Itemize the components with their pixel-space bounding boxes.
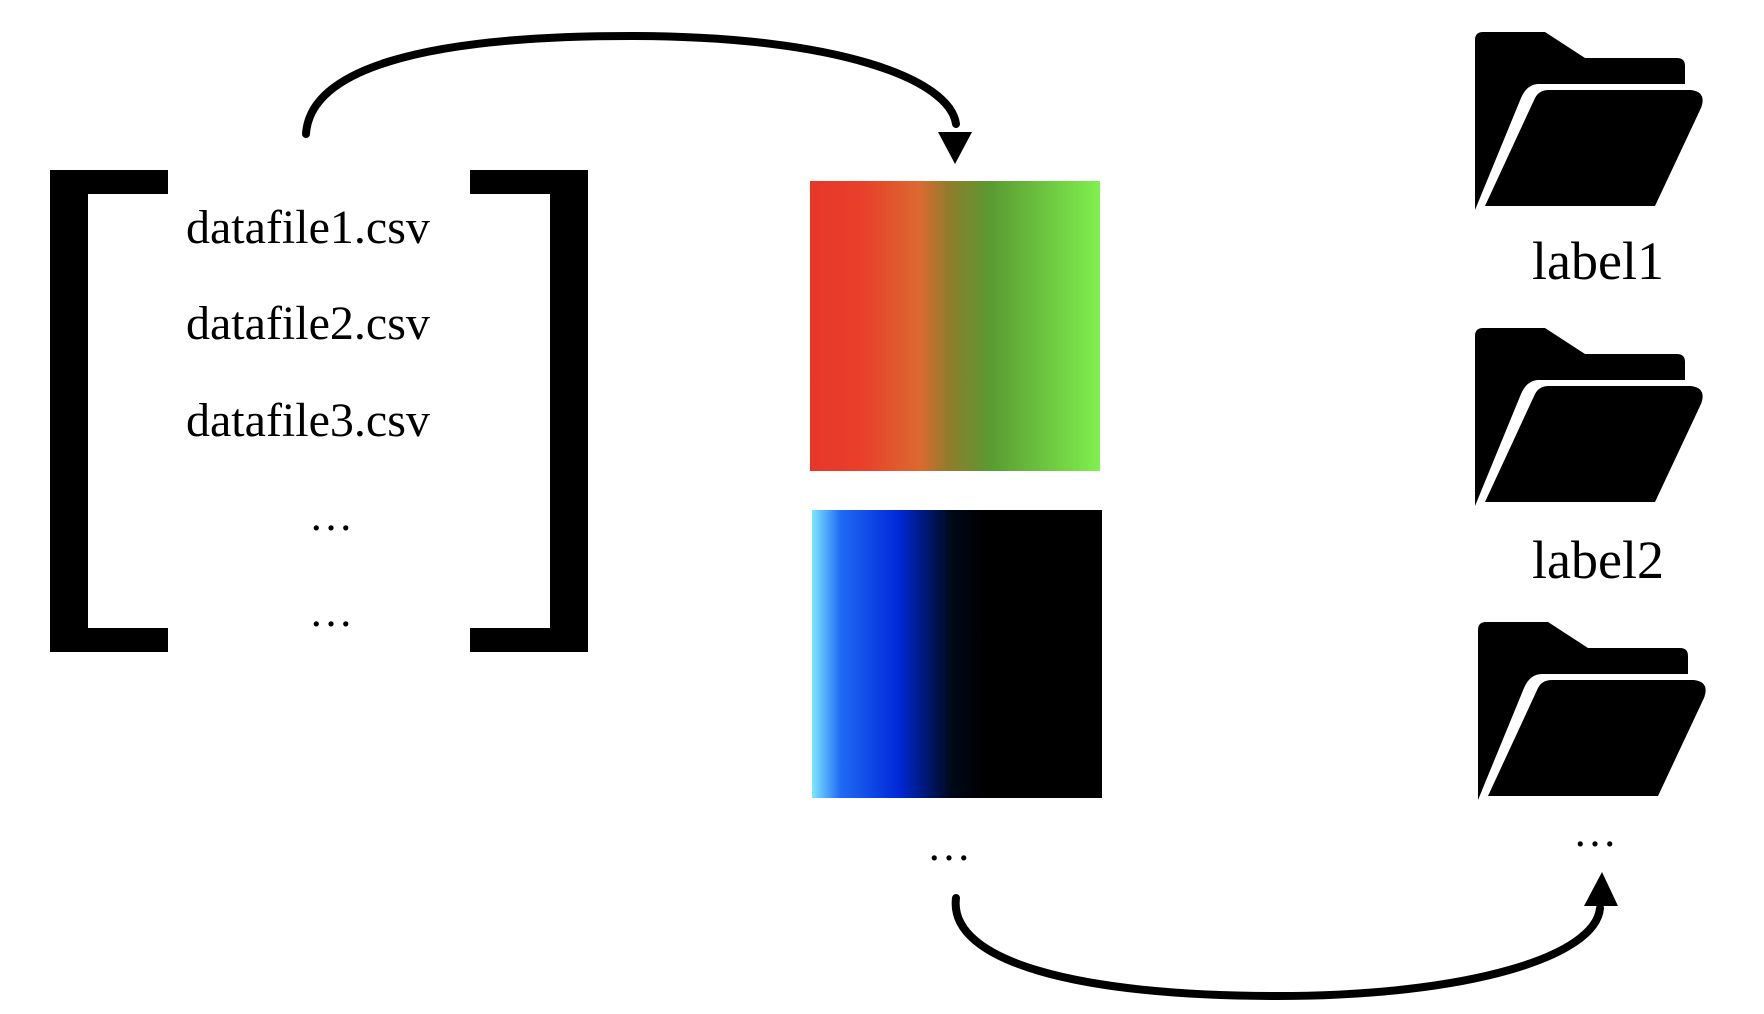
file-list: datafile1.csv datafile2.csv datafile3.cs… bbox=[50, 170, 588, 652]
file-item-3: datafile3.csv bbox=[186, 394, 430, 447]
folder-open-icon bbox=[1478, 622, 1706, 800]
label-more: … bbox=[1573, 807, 1623, 856]
right-bracket bbox=[470, 170, 588, 652]
folder-open-icon bbox=[1475, 32, 1703, 210]
bottom-arrow bbox=[951, 872, 1618, 1001]
left-bracket bbox=[50, 170, 168, 652]
label-2: label2 bbox=[1532, 530, 1664, 590]
file-more-2: … bbox=[309, 587, 359, 636]
cool-gradient-image bbox=[812, 510, 1102, 798]
image-more: … bbox=[927, 821, 977, 870]
label-1: label1 bbox=[1532, 231, 1664, 291]
file-more-1: … bbox=[309, 491, 359, 540]
file-item-1: datafile1.csv bbox=[186, 201, 430, 254]
file-item-2: datafile2.csv bbox=[186, 297, 430, 350]
label-folders: label1 label2 … bbox=[1475, 32, 1706, 856]
folder-open-icon bbox=[1475, 328, 1703, 506]
image-stack: … bbox=[810, 181, 1102, 870]
top-arrow bbox=[302, 31, 972, 164]
warm-gradient-image bbox=[810, 181, 1100, 471]
